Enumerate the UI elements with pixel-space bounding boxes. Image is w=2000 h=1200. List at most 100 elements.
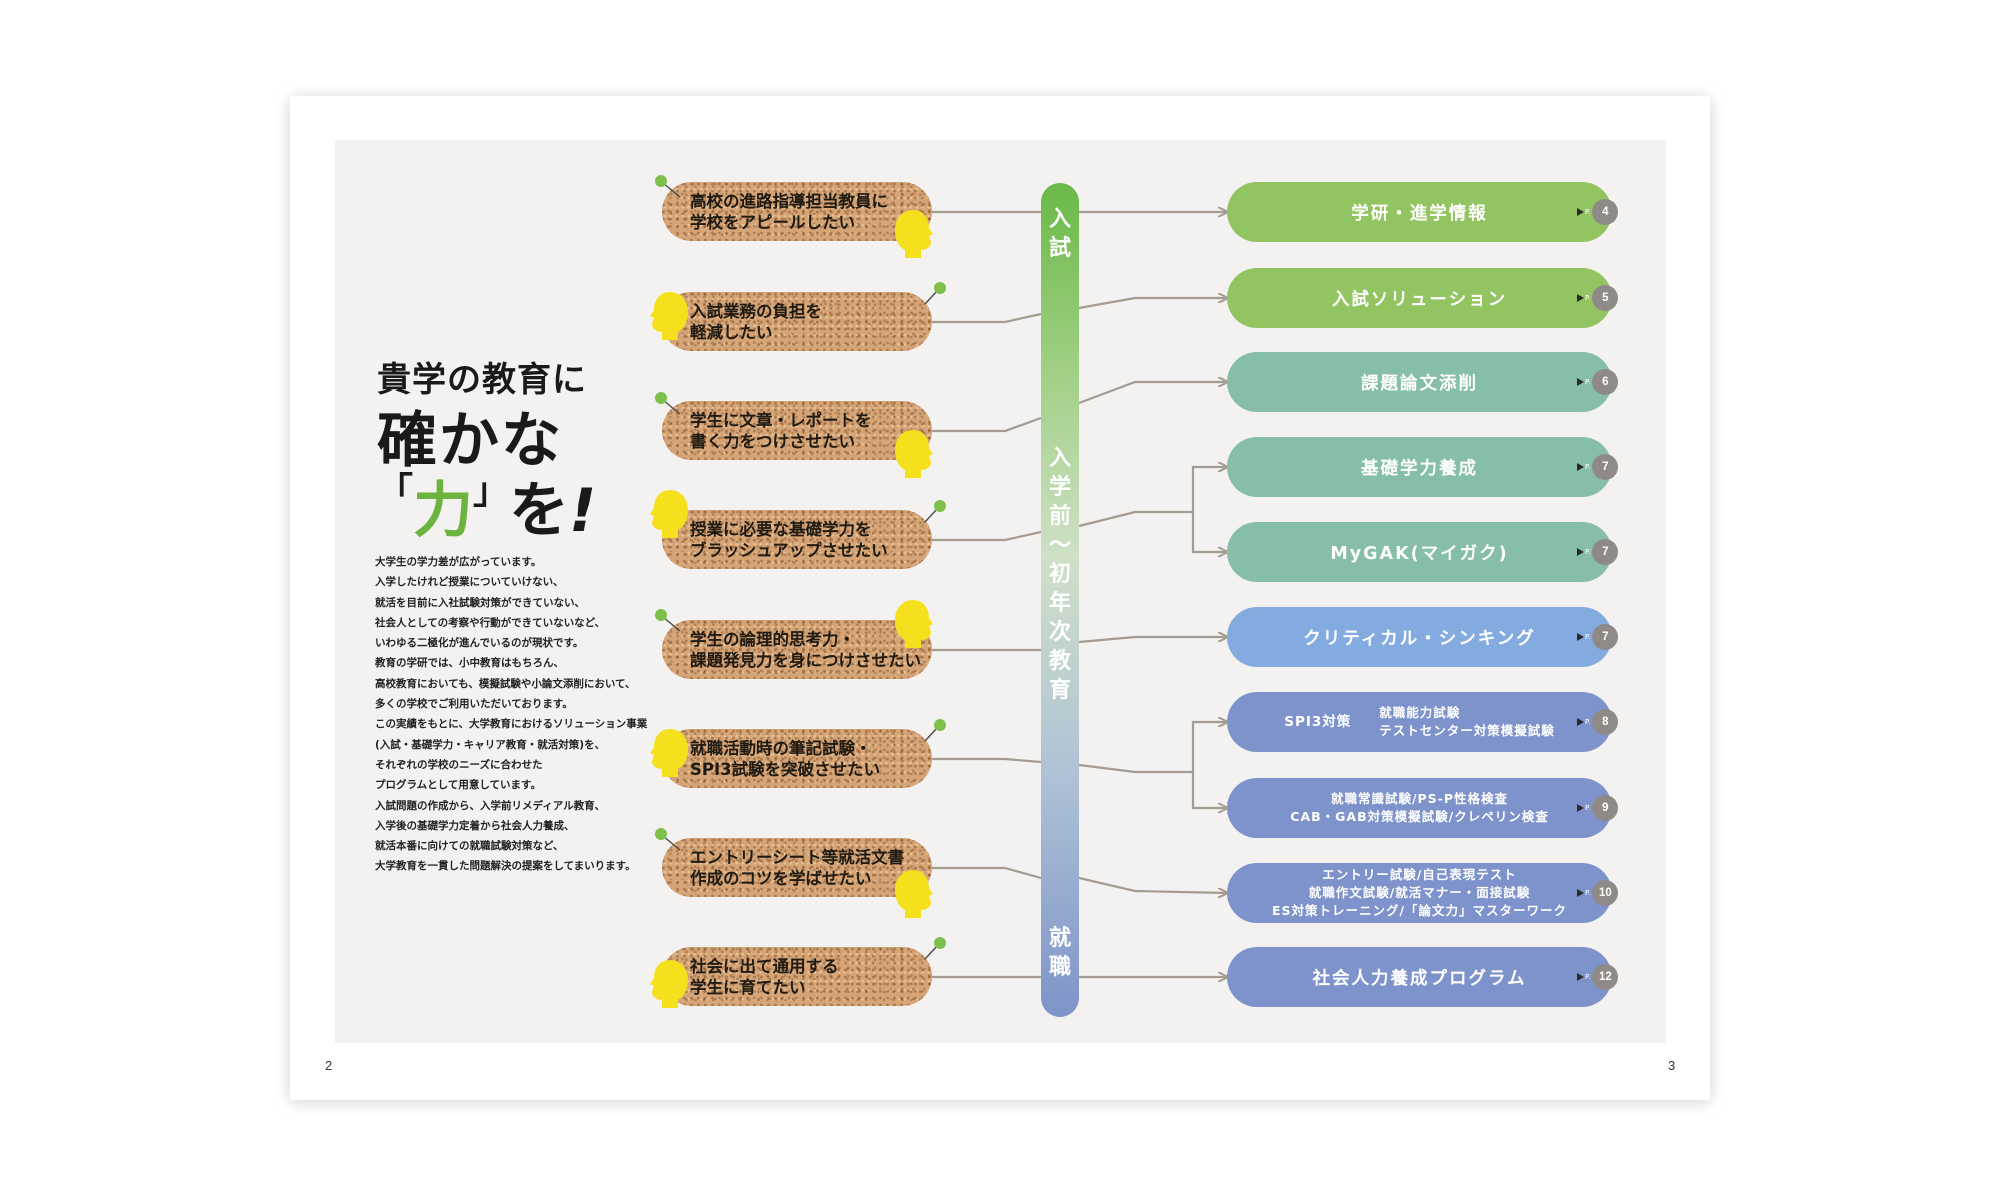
need-item-7: エントリーシート等就活文書作成のコツを学ばせたい bbox=[662, 838, 932, 897]
need-text: 授業に必要な基礎学力をブラッシュアップさせたい bbox=[690, 520, 888, 560]
solution-label: 課題論文添削 bbox=[1361, 373, 1478, 394]
solution-label: 基礎学力養成 bbox=[1361, 458, 1478, 479]
solution-box-4: 基礎学力養成 bbox=[1227, 437, 1612, 497]
headline-rest: を bbox=[509, 476, 570, 546]
page-ref: P.7 bbox=[1577, 539, 1619, 565]
intro-line: 就活を目前に入社試験対策ができていない、 bbox=[375, 596, 585, 609]
intro-line: 高校教育においても、模擬試験や小論文添削において、 bbox=[375, 677, 636, 690]
solution-label: 学研・進学情報 bbox=[1351, 203, 1488, 224]
pin-icon bbox=[655, 175, 667, 187]
play-triangle-icon bbox=[1577, 889, 1584, 897]
pin-heads bbox=[655, 175, 946, 949]
need-text: 就職活動時の筆記試験・SPI3試験を突破させたい bbox=[690, 739, 881, 779]
solution-box-6: クリティカル・シンキング bbox=[1227, 607, 1612, 667]
phase-label-shonen: 入学前〜初年次教育 bbox=[1048, 446, 1071, 703]
intro-line: 入試問題の作成から、入学前リメディアル教育、 bbox=[375, 799, 606, 812]
intro-line: 社会人としての考察や行動ができていないなど、 bbox=[375, 616, 606, 629]
solution-box-5: MyGAK(マイガク) bbox=[1227, 522, 1612, 582]
intro-line: プログラムとして用意しています。 bbox=[375, 779, 542, 792]
need-text: エントリーシート等就活文書作成のコツを学ばせたい bbox=[690, 848, 905, 888]
phase-label-nyushi: 入試 bbox=[1048, 207, 1071, 261]
head-silhouette-icon bbox=[895, 430, 933, 478]
play-triangle-icon bbox=[1577, 718, 1584, 726]
page-ref: P.6 bbox=[1577, 369, 1619, 395]
head-silhouette-icon bbox=[895, 870, 933, 918]
intro-line: いわゆる二極化が進んでいるのが現状です。 bbox=[375, 637, 584, 650]
pin-icon bbox=[934, 719, 946, 731]
need-item-8: 社会に出て通用する学生に育てたい bbox=[662, 947, 932, 1006]
bracket-open: 「 bbox=[377, 471, 414, 512]
play-triangle-icon bbox=[1577, 378, 1584, 386]
intro-text: 大学生の学力差が広がっています。 入学したけれど授業についていけない、 就活を目… bbox=[375, 552, 647, 877]
phase-label-shushoku: 就職 bbox=[1048, 926, 1071, 980]
solution-label: MyGAK(マイガク) bbox=[1330, 543, 1509, 564]
play-triangle-icon bbox=[1577, 973, 1584, 981]
need-item-4: 授業に必要な基礎学力をブラッシュアップさせたい bbox=[662, 510, 932, 569]
pin-icon bbox=[934, 937, 946, 949]
page-ref: P.7 bbox=[1577, 624, 1619, 650]
page-ref: P.12 bbox=[1577, 964, 1619, 990]
intro-line: この実績をもとに、大学教育におけるソリューション事業 bbox=[375, 718, 648, 731]
connector-need-4 bbox=[932, 530, 1042, 542]
headline-line-2: 確かな bbox=[377, 406, 563, 476]
need-item-6: 就職活動時の筆記試験・SPI3試験を突破させたい bbox=[662, 729, 932, 788]
pin-icon bbox=[934, 282, 946, 294]
connector-sol-8 bbox=[1191, 772, 1227, 808]
headline-exclaim: ! bbox=[569, 476, 597, 546]
page-number-right: 3 bbox=[1668, 1058, 1676, 1073]
intro-line: (入試・基礎学力・キャリア教育・就活対策)を、 bbox=[375, 738, 606, 751]
headline-line-3: 「力」を! bbox=[377, 462, 596, 549]
solution-left-label: SPI3対策 bbox=[1284, 714, 1352, 730]
headline-line-1: 貴学の教育に bbox=[377, 360, 587, 400]
play-triangle-icon bbox=[1577, 208, 1584, 216]
need-item-3: 学生に文章・レポートを書く力をつけさせたい bbox=[662, 401, 932, 460]
page-ref: P.10 bbox=[1577, 880, 1619, 906]
intro-line: 入学したけれど授業についていけない、 bbox=[375, 576, 564, 589]
need-text: 学生の論理的思考力・課題発見力を身につけさせたい bbox=[690, 630, 921, 670]
intro-line: 多くの学校でご利用いただいております。 bbox=[375, 698, 573, 711]
play-triangle-icon bbox=[1577, 633, 1584, 641]
solution-label: 社会人力養成プログラム bbox=[1312, 968, 1527, 989]
page-number-left: 2 bbox=[325, 1058, 333, 1073]
pin-icon bbox=[655, 609, 667, 621]
connector-need-2 bbox=[932, 312, 1042, 324]
head-silhouette-icon bbox=[650, 292, 688, 340]
need-item-5: 学生の論理的思考力・課題発見力を身につけさせたい bbox=[662, 620, 932, 679]
page-ref: P.8 bbox=[1577, 709, 1619, 735]
intro-line: 大学生の学力差が広がっています。 bbox=[375, 556, 542, 568]
intro-line: 大学教育を一貫した問題解決の提案をしてまいります。 bbox=[375, 860, 636, 873]
pin-icon bbox=[934, 500, 946, 512]
phase-bar bbox=[1041, 183, 1079, 1017]
headline-accent: 力 bbox=[413, 476, 474, 546]
intro-line: 教育の学研では、小中教育はもちろん、 bbox=[375, 657, 564, 670]
solution-box-1: 学研・進学情報 bbox=[1227, 182, 1612, 242]
connector-sol-3 bbox=[1078, 382, 1227, 405]
connector-need-3 bbox=[932, 416, 1042, 433]
page-ref: P.4 bbox=[1577, 199, 1619, 225]
solution-box-2: 入試ソリューション bbox=[1227, 268, 1612, 328]
head-silhouette-icon bbox=[650, 490, 688, 538]
play-triangle-icon bbox=[1577, 548, 1584, 556]
intro-line: 就活本番に向けての就職試験対策など、 bbox=[375, 840, 564, 853]
pin-icon bbox=[655, 828, 667, 840]
connector-need-7 bbox=[932, 866, 1042, 880]
play-triangle-icon bbox=[1577, 294, 1584, 302]
solution-label: SPI3対策 就職能力試験テストセンター対策模擬試験 bbox=[1284, 705, 1555, 738]
connector-sol-2 bbox=[1078, 298, 1227, 310]
pin-icon bbox=[655, 392, 667, 404]
solution-box-7: SPI3対策 就職能力試験テストセンター対策模擬試験 bbox=[1227, 692, 1612, 752]
solution-box-3: 課題論文添削 bbox=[1227, 352, 1612, 412]
connector-sol-5 bbox=[1191, 512, 1227, 552]
connector-sol-9 bbox=[1078, 876, 1227, 893]
intro-line: 入学後の基礎学力定着から社会人力養成、 bbox=[375, 819, 575, 832]
head-silhouette-icon bbox=[650, 960, 688, 1008]
need-text: 社会に出て通用する学生に育てたい bbox=[690, 957, 839, 997]
need-text: 学生に文章・レポートを書く力をつけさせたい bbox=[690, 411, 872, 451]
solution-label: 入試ソリューション bbox=[1331, 289, 1508, 310]
head-silhouette-icon bbox=[895, 210, 933, 258]
